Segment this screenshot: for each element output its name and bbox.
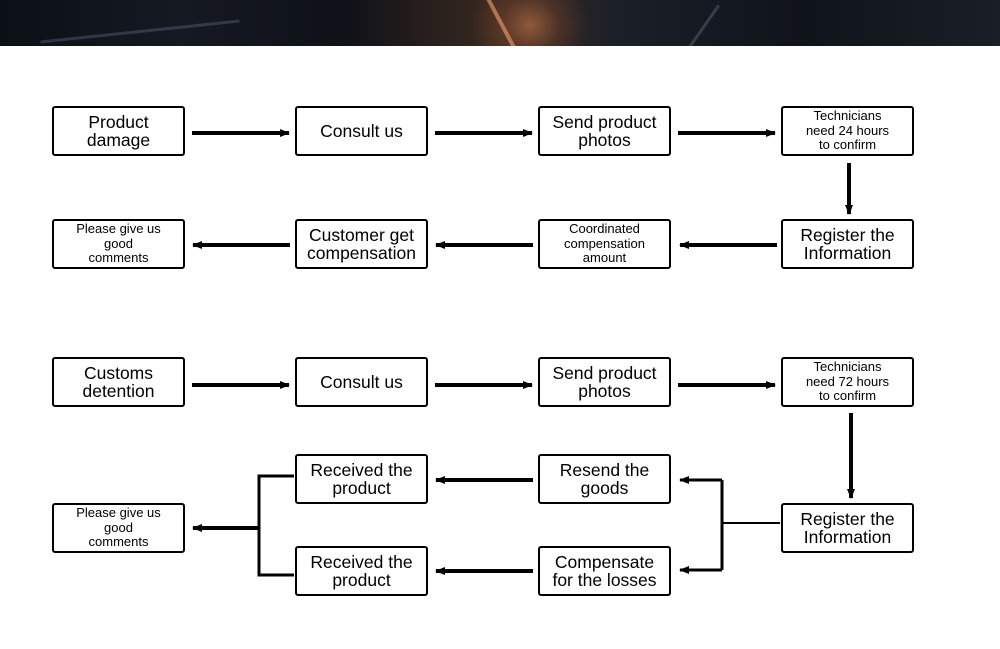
node-resend-goods: Resend the goods [538,454,671,504]
node-label: Received the product [310,459,413,498]
node-label: Customs detention [82,362,155,401]
node-label: Please give us good comments [76,220,161,266]
node-label: Register the Information [800,508,895,547]
node-label: Technicians need 72 hours to confirm [805,358,890,404]
node-label: Send product photos [552,111,657,150]
node-technicians-72h: Technicians need 72 hours to confirm [781,357,914,407]
node-technicians-24h: Technicians need 24 hours to confirm [781,106,914,156]
node-label: Send product photos [552,362,657,401]
node-label: Resend the goods [559,459,650,498]
node-customs-detention: Customs detention [52,357,185,407]
node-product-damage: Product damage [52,106,185,156]
node-label: Coordinated compensation amount [564,220,645,266]
node-send-photos-2: Send product photos [538,357,671,407]
node-send-photos-1: Send product photos [538,106,671,156]
node-label: Please give us good comments [76,504,161,550]
node-received-product-2: Received the product [295,546,428,596]
node-label: Consult us [320,371,403,392]
merge-bracket-left [257,474,294,577]
node-consult-us-1: Consult us [295,106,428,156]
header-banner-image [0,0,1000,46]
node-label: Consult us [320,120,403,141]
node-label: Compensate for the losses [552,551,657,590]
node-label: Product damage [86,111,151,150]
node-good-comments-2: Please give us good comments [52,503,185,553]
node-label: Customer get compensation [307,224,416,263]
node-register-info-2: Register the Information [781,503,914,553]
node-coordinated-compensation: Coordinated compensation amount [538,219,671,269]
node-register-info-1: Register the Information [781,219,914,269]
node-consult-us-2: Consult us [295,357,428,407]
node-compensate-losses: Compensate for the losses [538,546,671,596]
node-customer-compensation: Customer get compensation [295,219,428,269]
node-received-product-1: Received the product [295,454,428,504]
node-label: Technicians need 24 hours to confirm [805,107,890,153]
node-good-comments-1: Please give us good comments [52,219,185,269]
node-label: Register the Information [800,224,895,263]
node-label: Received the product [310,551,413,590]
